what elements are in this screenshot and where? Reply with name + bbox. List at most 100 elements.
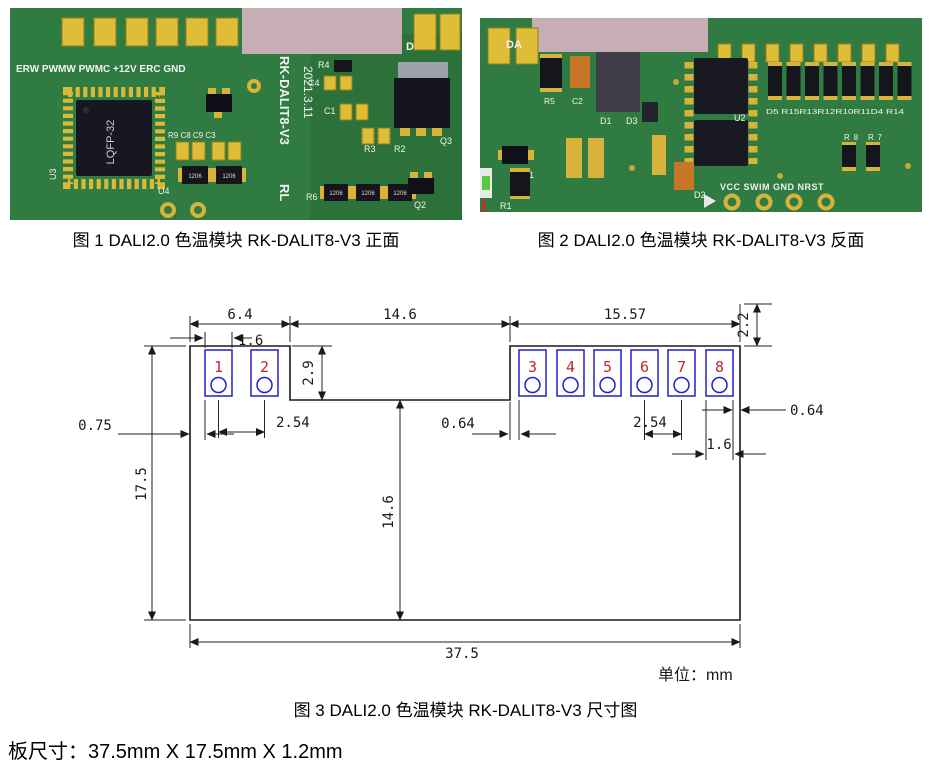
pad-7: 7 — [667, 349, 696, 397]
dim-text: 2.54 — [276, 415, 310, 431]
pad-2: 2 — [250, 349, 279, 397]
r5-part — [540, 54, 562, 92]
dim-gap-right: 0.64 — [702, 403, 824, 419]
pad-number: 4 — [566, 358, 575, 376]
pad-number: 2 — [260, 358, 269, 376]
dim-text: 14.6 — [381, 495, 397, 529]
pad-1: 1 — [204, 349, 233, 397]
pad-3: 3 — [518, 349, 547, 397]
u3-label: U3 — [48, 168, 58, 180]
via-hole — [673, 79, 679, 85]
power-pad — [588, 138, 604, 178]
r6-label: R6 — [306, 192, 318, 202]
d2-part — [674, 162, 694, 190]
u2-label: U2 — [734, 113, 746, 123]
dim-mid-height: 14.6 — [381, 399, 404, 621]
dim-text: 0.75 — [78, 418, 112, 434]
pcb-back-graphic: DA R5 C2 D1 D3 — [480, 18, 922, 212]
q3-label: Q3 — [440, 136, 452, 146]
dim-text: 2.2 — [736, 312, 752, 337]
resistor-code: 1206 — [329, 191, 343, 197]
d1-part — [596, 52, 640, 112]
r8r7-labels: R8 R7 — [844, 133, 883, 142]
dim-left-width: 6.4 — [189, 307, 291, 328]
dimension-drawing-graphic: 1 2 3 4 5 6 7 — [78, 303, 824, 684]
c1-pad — [339, 103, 353, 121]
resistor-1206: 1206 — [352, 184, 384, 201]
dim-text: 15.57 — [604, 307, 646, 323]
power-pad — [652, 135, 666, 175]
resistor-code: 1206 — [222, 174, 236, 180]
pcb-front-graphic: ERW PWMW PWMC +12V ERC GND DA LQFP-32 U3… — [10, 8, 462, 220]
dim-total-width: 37.5 — [189, 638, 741, 662]
r5-label: R5 — [544, 96, 555, 106]
via-hole — [629, 165, 635, 171]
board-date-silkscreen: 2021.3.11 — [301, 66, 315, 119]
q3-transistor — [394, 62, 450, 136]
resistor-bank-labels: D5 R15R13R12R10R11D4 R14 — [766, 107, 904, 116]
resistor-1206: 1206 — [178, 166, 212, 184]
r1-part — [510, 168, 530, 199]
da-pad — [439, 13, 461, 51]
c1-pad — [355, 103, 369, 121]
resistor-1206: 1206 — [320, 184, 352, 201]
q1-transistor — [498, 146, 534, 164]
r8r7-parts — [842, 142, 880, 171]
mcu-chip: LQFP-32 — [63, 87, 165, 189]
mount-hole — [160, 202, 176, 218]
pad-number: 6 — [640, 358, 649, 376]
silkscreen-top-labels: ERW PWMW PWMC +12V ERC GND — [16, 64, 186, 75]
unit-note: 单位：mm — [658, 666, 733, 684]
c4-pad — [323, 75, 337, 91]
pad-number: 5 — [603, 358, 612, 376]
mount-hole — [190, 202, 206, 218]
da-pad — [487, 27, 511, 65]
edge-pads-top — [717, 43, 900, 63]
pad-number: 7 — [677, 358, 686, 376]
c4-label: C4 — [308, 78, 320, 88]
c4-pad — [339, 75, 353, 91]
dim-pad-width-right: 1.6 — [672, 437, 766, 458]
photo-background — [532, 18, 708, 52]
r1-label: R1 — [500, 201, 512, 211]
pad-8: 8 — [705, 349, 734, 397]
pad-number: 1 — [214, 358, 223, 376]
q2-transistor — [408, 172, 434, 194]
resistor-code: 1206 — [393, 191, 407, 197]
d3-part — [642, 102, 658, 122]
r3-label: R3 — [364, 144, 376, 154]
dim-right-width: 15.57 — [509, 307, 741, 328]
pin1-triangle — [704, 194, 716, 208]
pcb-back-photo: DA R5 C2 D1 D3 — [480, 18, 922, 212]
board-rev-silkscreen: RL — [277, 184, 292, 201]
via-hole — [777, 173, 783, 179]
r3-pad — [361, 127, 375, 145]
programming-holes — [723, 193, 835, 211]
capacitor-pads — [175, 141, 242, 161]
r4-label: R4 — [318, 60, 330, 70]
extension-lines — [144, 303, 772, 648]
dim-gap-left: 0.64 — [441, 416, 556, 438]
c2-label: C2 — [572, 96, 583, 106]
d2-label: D2 — [694, 190, 706, 200]
dim-total-height: 17.5 — [134, 345, 156, 621]
edge-pads-top — [61, 17, 239, 47]
dim-text: 0.64 — [441, 416, 475, 432]
d3-label: D3 — [626, 116, 638, 126]
resistor-code: 1206 — [361, 191, 375, 197]
board-size-note: 板尺寸：37.5mm X 17.5mm X 1.2mm — [8, 741, 343, 763]
u4-label: U4 — [158, 186, 170, 196]
pad-number: 8 — [715, 358, 724, 376]
figure3-caption: 图 3 DALI2.0 色温模块 RK-DALIT8-V3 尺寸图 — [293, 701, 638, 720]
c1-label: C1 — [324, 106, 336, 116]
chip-marking: LQFP-32 — [105, 120, 117, 165]
dim-pitch-right: 2.54 — [633, 415, 682, 438]
resistor-bank — [768, 62, 912, 100]
power-pad — [566, 138, 582, 178]
board-outline — [189, 345, 741, 621]
pad-number: 3 — [528, 358, 537, 376]
caps-row-labels: R9 C8 C9 C3 — [168, 131, 216, 140]
figure1-caption: 图 1 DALI2.0 色温模块 RK-DALIT8-V3 正面 — [72, 231, 400, 250]
chip-pins — [63, 87, 165, 189]
